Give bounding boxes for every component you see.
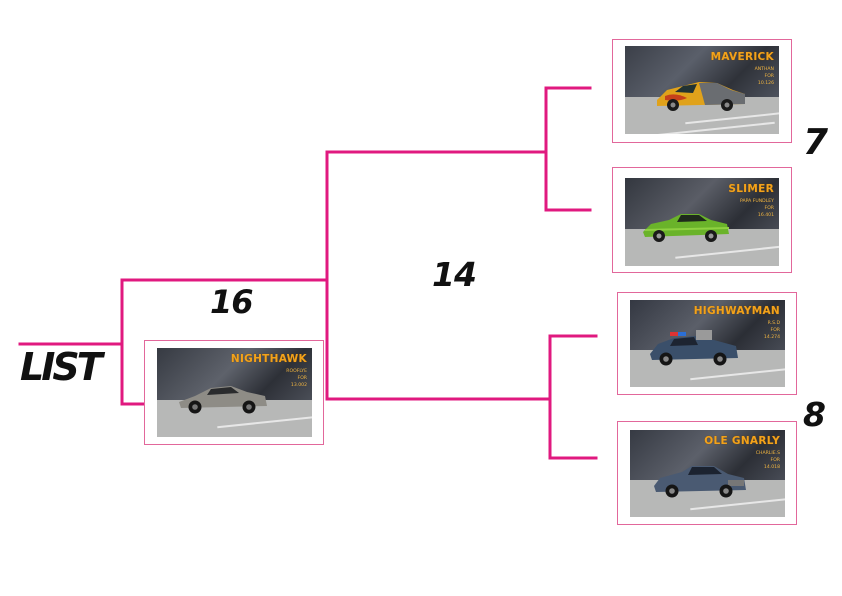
slimer-name: SLIMER xyxy=(728,183,774,195)
highwayman-photo: HIGHWAYMAN R.S.D FOR 14.274 xyxy=(630,300,785,387)
slimer-photo: SLIMER PAPA FUNDLEY FOR 16.401 xyxy=(625,178,779,266)
nighthawk-car-icon xyxy=(179,386,267,414)
highwayman-car-icon xyxy=(650,330,738,366)
maverick-meta-2: FOR xyxy=(764,74,774,79)
ole-gnarly-meta-3: 14.018 xyxy=(763,465,780,470)
nighthawk-name: NIGHTHAWK xyxy=(230,353,307,365)
card-slimer[interactable]: SLIMER PAPA FUNDLEY FOR 16.401 xyxy=(612,167,792,273)
highwayman-name: HIGHWAYMAN xyxy=(693,305,780,317)
score-14-label: 14 xyxy=(432,255,477,294)
highwayman-meta-3: 14.274 xyxy=(763,335,780,340)
bracket-line-center xyxy=(325,150,552,401)
list-label: LIST xyxy=(20,345,103,389)
ole-gnarly-meta-2: FOR xyxy=(770,458,780,463)
slimer-car-icon xyxy=(643,214,730,242)
highwayman-meta-2: FOR xyxy=(770,328,780,333)
card-highwayman[interactable]: HIGHWAYMAN R.S.D FOR 14.274 xyxy=(617,292,797,395)
maverick-name: MAVERICK xyxy=(710,51,774,63)
bracket-line-left-split xyxy=(120,278,329,406)
score-8-label: 8 xyxy=(803,395,826,434)
slimer-meta-3: 16.401 xyxy=(757,213,774,218)
ole-gnarly-name: OLE GNARLY xyxy=(704,435,780,447)
slimer-meta-1: PAPA FUNDLEY xyxy=(740,199,774,204)
bracket-line-bottom-right xyxy=(548,334,598,460)
ole-gnarly-meta-1: CHARLIE.S xyxy=(755,451,780,456)
ole-gnarly-photo: OLE GNARLY CHARLIE.S FOR 14.018 xyxy=(630,430,785,517)
maverick-photo: MAVERICK ANTHAN FOR 10.126 xyxy=(625,46,779,134)
highwayman-meta-1: R.S.D xyxy=(767,321,780,326)
card-maverick[interactable]: MAVERICK ANTHAN FOR 10.126 xyxy=(612,39,792,143)
nighthawk-meta-1: ROOFLYE xyxy=(286,369,307,374)
nighthawk-meta-3: 13.002 xyxy=(290,383,307,388)
score-7-label: 7 xyxy=(803,122,828,163)
maverick-meta-3: 10.126 xyxy=(757,81,774,86)
bracket-line-top-right xyxy=(544,86,592,212)
nighthawk-photo: NIGHTHAWK ROOFLYE FOR 13.002 xyxy=(157,348,312,437)
card-nighthawk[interactable]: NIGHTHAWK ROOFLYE FOR 13.002 xyxy=(144,340,324,445)
maverick-car-icon xyxy=(657,82,745,111)
maverick-meta-1: ANTHAN xyxy=(754,67,774,72)
score-16-label: 16 xyxy=(210,283,254,321)
ole-gnarly-car-icon xyxy=(654,466,746,498)
slimer-meta-2: FOR xyxy=(764,206,774,211)
card-ole-gnarly[interactable]: OLE GNARLY CHARLIE.S FOR 14.018 xyxy=(617,421,797,525)
nighthawk-meta-2: FOR xyxy=(297,376,307,381)
